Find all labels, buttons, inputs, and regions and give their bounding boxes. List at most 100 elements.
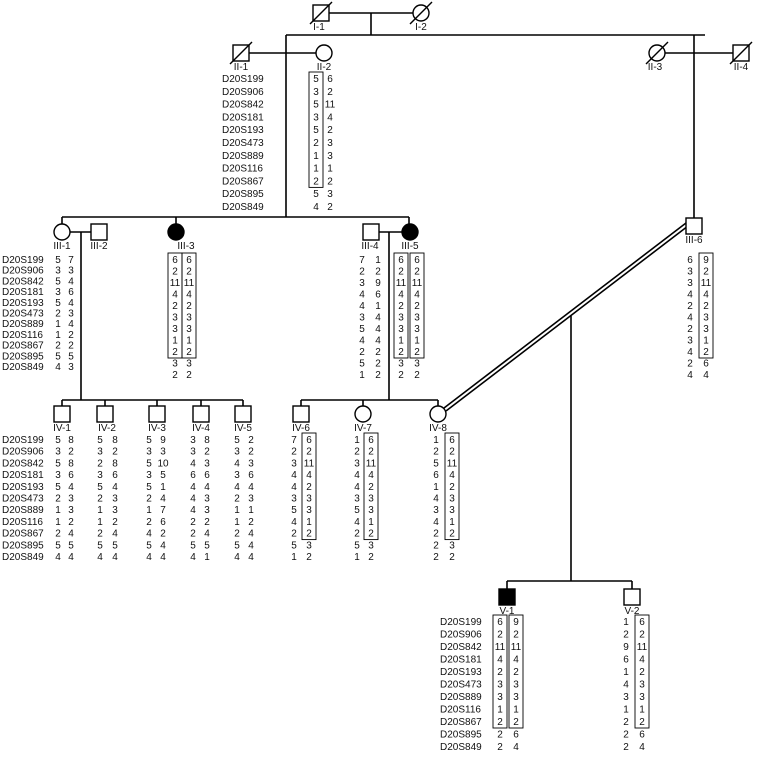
symbol-iv-1 [53,405,71,423]
marker-name: D20S199 [440,617,482,628]
allele-iv-3: 4 [160,552,166,563]
allele-iii-4: 4 [375,336,381,347]
allele-iv-4: 4 [204,482,210,493]
allele-v-2: 6 [639,730,645,741]
allele-iv-2: 4 [112,552,118,563]
allele-iii-5: 3 [398,313,404,324]
allele-iv-6: 4 [291,470,297,481]
allele-iv-6: 1 [291,552,297,563]
allele-iii-5: 11 [396,278,407,289]
symbol-iv-8 [429,405,447,423]
allele-iii-4: 2 [359,347,365,358]
pedigree-lines [61,12,733,589]
marker-name: D20S842 [440,642,482,653]
allele-iv-8: 11 [447,458,458,469]
allele-iii-4: 2 [375,267,381,278]
allele-v-1: 2 [497,730,503,741]
consanguinity-line-a [443,222,687,409]
marker-name: D20S889 [222,151,264,162]
label-v-2: V-2 [624,606,639,617]
allele-iv-3: 1 [160,482,166,493]
allele-iv-1: 8 [68,458,74,469]
marker-name: D20S473 [2,309,44,320]
allele-iv-6: 1 [306,517,312,528]
allele-ii-2: 2 [313,138,319,149]
allele-iii-6: 2 [703,347,709,358]
haplotype-box-ii-2 [308,71,324,188]
allele-iii-5: 3 [414,359,420,370]
pedigree-symbols [53,1,753,729]
allele-iv-2: 4 [112,529,118,540]
marker-name: D20S473 [440,680,482,691]
allele-v-2: 4 [623,680,629,691]
allele-iv-1: 3 [55,470,61,481]
allele-iv-7: 11 [366,458,377,469]
symbol-iv-4 [192,405,210,423]
allele-iv-6: 3 [306,494,312,505]
marker-name: D20S906 [440,630,482,641]
symbol-iv-2 [96,405,114,423]
allele-iii-1: 3 [68,309,74,320]
allele-iv-6: 2 [306,447,312,458]
allele-iii-1: 5 [55,351,61,362]
allele-iv-5: 4 [234,552,240,563]
allele-iv-8: 3 [449,505,455,516]
allele-iii-3: 2 [186,370,192,381]
allele-iii-1: 7 [68,255,74,266]
label-iv-7: IV-7 [354,423,372,434]
allele-iii-3: 3 [186,324,192,335]
allele-ii-2: 5 [313,125,319,136]
symbol-iii-5 [401,223,419,241]
allele-v-1: 3 [513,692,519,703]
allele-v-2: 1 [623,667,629,678]
allele-ii-2: 3 [313,87,319,98]
marker-name: D20S193 [2,482,44,493]
allele-iii-4: 6 [375,290,381,301]
allele-iv-3: 9 [160,435,166,446]
allele-iii-6: 3 [703,313,709,324]
allele-ii-2: 5 [313,189,319,200]
haplotype-box-iv-6 [301,432,317,541]
marker-name: D20S889 [2,319,44,330]
allele-iv-7: 2 [368,447,374,458]
allele-v-2: 2 [623,730,629,741]
haplotype-box-iii-3 [181,252,197,359]
label-iii-6: III-6 [685,235,703,246]
allele-iii-4: 4 [359,290,365,301]
allele-iv-5: 4 [248,529,254,540]
label-iv-2: IV-2 [98,423,116,434]
allele-iii-1: 1 [55,330,61,341]
allele-iv-1: 2 [55,529,61,540]
marker-name: D20S867 [222,176,264,187]
allele-iv-6: 3 [291,494,297,505]
allele-iv-7: 2 [368,482,374,493]
consanguinity-line-b [445,225,689,412]
allele-iv-8: 2 [449,447,455,458]
allele-iv-1: 4 [68,552,74,563]
allele-iv-8: 4 [433,494,439,505]
allele-iii-3: 3 [172,324,178,335]
allele-iv-4: 4 [190,505,196,516]
allele-iv-2: 4 [97,552,103,563]
allele-iii-4: 4 [375,313,381,324]
allele-ii-2: 2 [327,125,333,136]
allele-iii-5: 2 [414,301,420,312]
label-i-2: I-2 [415,22,427,33]
allele-iv-7: 3 [354,458,360,469]
allele-iii-6: 2 [687,324,693,335]
allele-iv-3: 4 [146,552,152,563]
allele-iii-4: 4 [375,324,381,335]
allele-iv-7: 4 [368,470,374,481]
label-iii-1: III-1 [53,241,71,252]
allele-iv-7: 3 [368,505,374,516]
allele-v-1: 2 [497,667,503,678]
allele-iv-8: 1 [433,435,439,446]
label-iii-3: III-3 [177,241,195,252]
allele-iv-4: 2 [190,529,196,540]
allele-iv-4: 2 [190,517,196,528]
allele-v-1: 2 [497,717,503,728]
allele-iv-7: 4 [354,470,360,481]
allele-ii-2: 2 [327,176,333,187]
marker-name: D20S849 [440,742,482,753]
